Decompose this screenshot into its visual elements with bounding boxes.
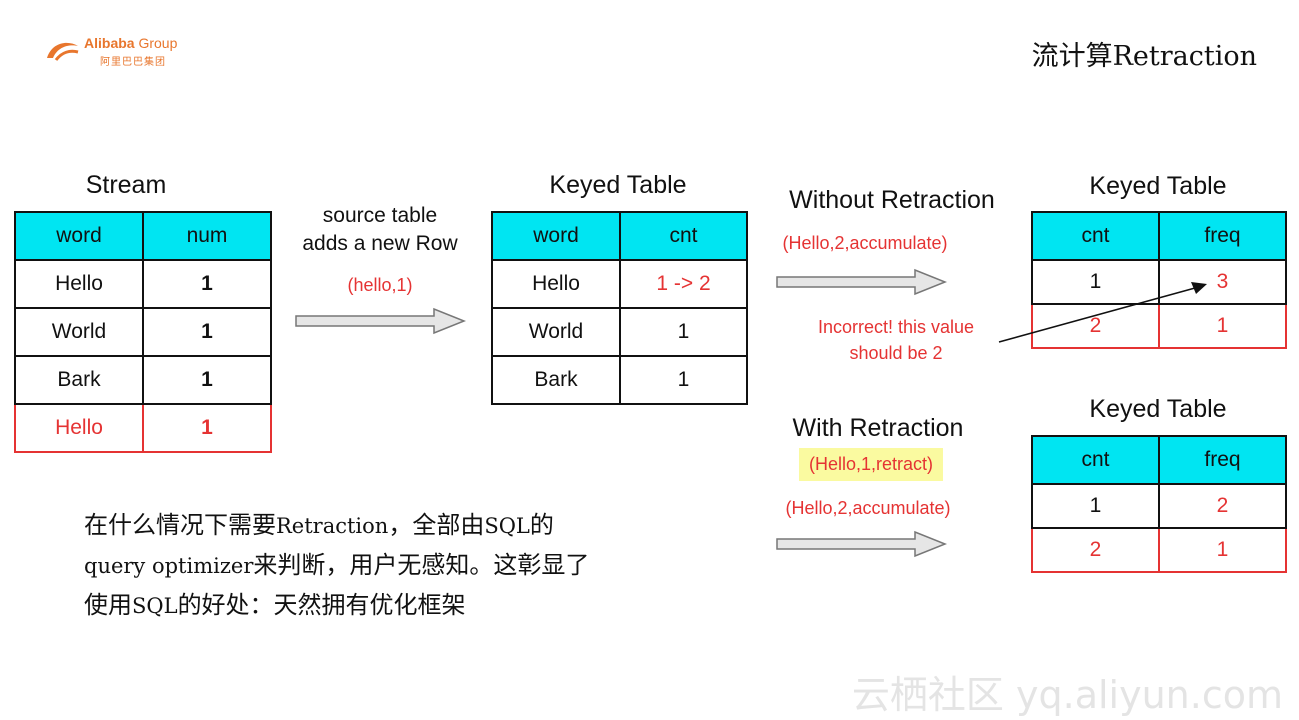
table-row: World 1: [491, 307, 748, 357]
table-header-cell: freq: [1158, 435, 1287, 485]
stream-table-title: Stream: [85, 171, 167, 199]
table-cell: 1: [1031, 259, 1160, 305]
table-header-row: cnt freq: [1031, 435, 1287, 485]
logo-text: Alibaba Group: [84, 35, 178, 51]
table-cell: Hello: [14, 403, 144, 453]
table-cell: Hello: [491, 259, 621, 309]
table-header-cell: cnt: [619, 211, 748, 261]
table-cell: 1: [142, 307, 272, 357]
table-cell: 1: [1158, 303, 1287, 349]
explanation-note: 在什么情况下需要Retraction，全部由SQL的 query optimiz…: [84, 506, 589, 626]
right-arrow-icon: [295, 307, 467, 335]
source-label-line: source table: [322, 204, 438, 227]
page-title: 流计算Retraction: [1031, 41, 1257, 72]
table-cell: World: [14, 307, 144, 357]
without-retraction-tuple: (Hello,2,accumulate): [782, 233, 948, 253]
table-row: Hello 1 -> 2: [491, 259, 748, 309]
incorrect-note: Incorrect! this value should be 2: [818, 314, 974, 366]
table-cell: 1: [619, 355, 748, 405]
table-cell-correct: 2: [1158, 483, 1287, 529]
table-cell: 1: [1031, 483, 1160, 529]
table-header-cell: word: [14, 211, 144, 261]
keyed-table-title: Keyed Table: [549, 171, 687, 199]
right-arrow-icon: [776, 268, 948, 296]
table-row: Hello 1: [14, 259, 272, 309]
source-tuple: (hello,1): [347, 275, 413, 295]
table-header-row: word cnt: [491, 211, 748, 261]
keyed-table-2: cnt freq 1 3 2 1: [1031, 211, 1287, 349]
table-header-cell: cnt: [1031, 211, 1160, 261]
keyed-table-title: Keyed Table: [1089, 172, 1227, 200]
logo-subtitle: 阿里巴巴集团: [100, 57, 166, 68]
table-header-cell: word: [491, 211, 621, 261]
note-line: 在什么情况下需要Retraction，全部由SQL的: [84, 512, 554, 539]
source-label-line: adds a new Row: [302, 232, 458, 255]
table-row-new: Hello 1: [14, 403, 272, 453]
table-row: Bark 1: [491, 355, 748, 405]
table-cell: 1: [142, 355, 272, 405]
table-cell-updated: 1 -> 2: [619, 259, 748, 309]
table-row: Bark 1: [14, 355, 272, 405]
table-header-cell: cnt: [1031, 435, 1160, 485]
pointer-arrow-icon: [998, 282, 1207, 343]
source-label: source table adds a new Row: [302, 202, 457, 258]
table-cell: Bark: [491, 355, 621, 405]
keyed-table-1: word cnt Hello 1 -> 2 World 1 Bark 1: [491, 211, 748, 405]
accumulate-tuple: (Hello,2,accumulate): [785, 498, 951, 518]
without-retraction-title: Without Retraction: [789, 186, 995, 214]
table-header-row: word num: [14, 211, 272, 261]
table-header-cell: freq: [1158, 211, 1287, 261]
alibaba-logo: Alibaba Group 阿里巴巴集团: [44, 34, 214, 68]
table-row: World 1: [14, 307, 272, 357]
table-cell: Hello: [14, 259, 144, 309]
keyed-table-3: cnt freq 1 2 2 1: [1031, 435, 1287, 573]
table-row: 1 3: [1031, 259, 1287, 305]
right-arrow-icon: [776, 530, 948, 558]
table-row: 2 1: [1031, 527, 1287, 573]
table-cell: 1: [142, 403, 272, 453]
table-cell: 1: [619, 307, 748, 357]
table-cell: 1: [142, 259, 272, 309]
alibaba-logo-icon: [47, 42, 79, 61]
table-cell: 2: [1031, 527, 1160, 573]
note-line: query optimizer来判断，用户无感知。这彰显了: [84, 552, 590, 579]
keyed-table-title: Keyed Table: [1089, 395, 1227, 423]
retract-tuple: (Hello,1,retract): [798, 448, 944, 481]
table-header-cell: num: [142, 211, 272, 261]
retract-tuple-box: (Hello,1,retract): [798, 448, 944, 481]
table-cell: World: [491, 307, 621, 357]
with-retraction-title: With Retraction: [792, 414, 964, 442]
table-cell: 1: [1158, 527, 1287, 573]
table-header-row: cnt freq: [1031, 211, 1287, 261]
incorrect-note-line: should be 2: [849, 343, 943, 363]
table-cell: Bark: [14, 355, 144, 405]
table-cell-incorrect: 3: [1158, 259, 1287, 305]
table-row: 1 2: [1031, 483, 1287, 529]
incorrect-note-line: Incorrect! this value: [817, 317, 975, 337]
table-row: 2 1: [1031, 303, 1287, 349]
note-line: 使用SQL的好处：天然拥有优化框架: [84, 592, 466, 619]
watermark: 云栖社区 yq.aliyun.com: [851, 673, 1283, 717]
table-cell: 2: [1031, 303, 1160, 349]
stream-table: word num Hello 1 World 1 Bark 1 Hello 1: [14, 211, 272, 453]
